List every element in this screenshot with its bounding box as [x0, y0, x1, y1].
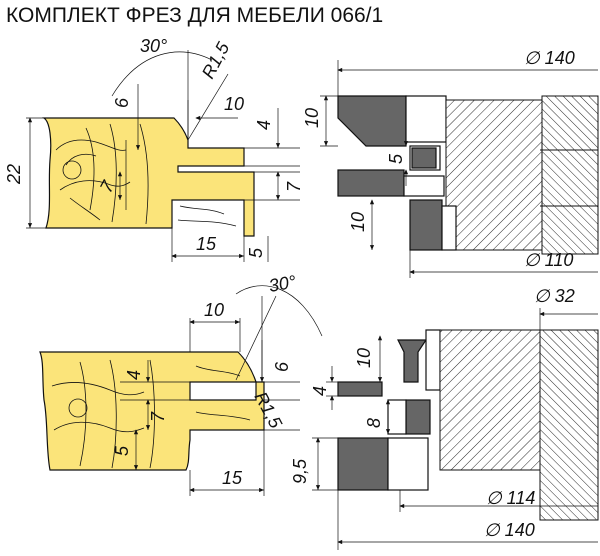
bottom-diam-140: ∅ 140	[484, 520, 535, 540]
bottom-dim-5: 5	[112, 445, 132, 456]
bottom-cutter-dim-4: 4	[310, 386, 330, 396]
top-diam-110: ∅ 110	[524, 250, 573, 270]
top-dim-7b: 7	[284, 181, 304, 192]
top-wood-profile	[42, 117, 255, 237]
bottom-angle-label: 30°	[267, 272, 297, 296]
top-cutter	[320, 60, 599, 278]
top-radius-label: R1,5	[198, 38, 234, 82]
top-dim-5: 5	[246, 247, 266, 258]
bottom-diam-32: ∅ 32	[534, 286, 575, 306]
page-title: КОМПЛЕКТ ФРЕЗ ДЛЯ МЕБЕЛИ 066/1	[6, 4, 384, 27]
bottom-cutter-dim-8: 8	[364, 418, 384, 428]
top-angle-label: 30°	[140, 36, 167, 56]
bottom-cutter	[312, 308, 599, 550]
top-cutter-dim-10b: 10	[348, 212, 368, 232]
top-diam-140: ∅ 140	[524, 48, 575, 68]
bottom-dim-7: 7	[148, 411, 168, 422]
top-profile-dimlines	[26, 50, 300, 262]
bottom-cutter-dim-9-5: 9,5	[290, 458, 310, 484]
top-cutter-dim-10a: 10	[302, 108, 322, 128]
top-dim-22: 22	[4, 164, 24, 185]
top-dim-6: 6	[112, 97, 132, 108]
bottom-dim-6: 6	[272, 361, 292, 372]
top-dim-10: 10	[224, 94, 244, 114]
bottom-dim-10: 10	[204, 300, 224, 320]
bottom-diam-114: ∅ 114	[486, 488, 535, 508]
top-dim-15: 15	[196, 234, 217, 254]
top-dim-4: 4	[254, 120, 274, 130]
bottom-profile-dimlines	[120, 285, 323, 496]
bottom-wood-profile	[39, 351, 265, 471]
bottom-cutter-dim-10: 10	[354, 348, 374, 368]
bottom-dim-4: 4	[124, 370, 144, 380]
bottom-dim-15: 15	[222, 468, 243, 488]
top-cutter-dim-5: 5	[386, 153, 406, 164]
